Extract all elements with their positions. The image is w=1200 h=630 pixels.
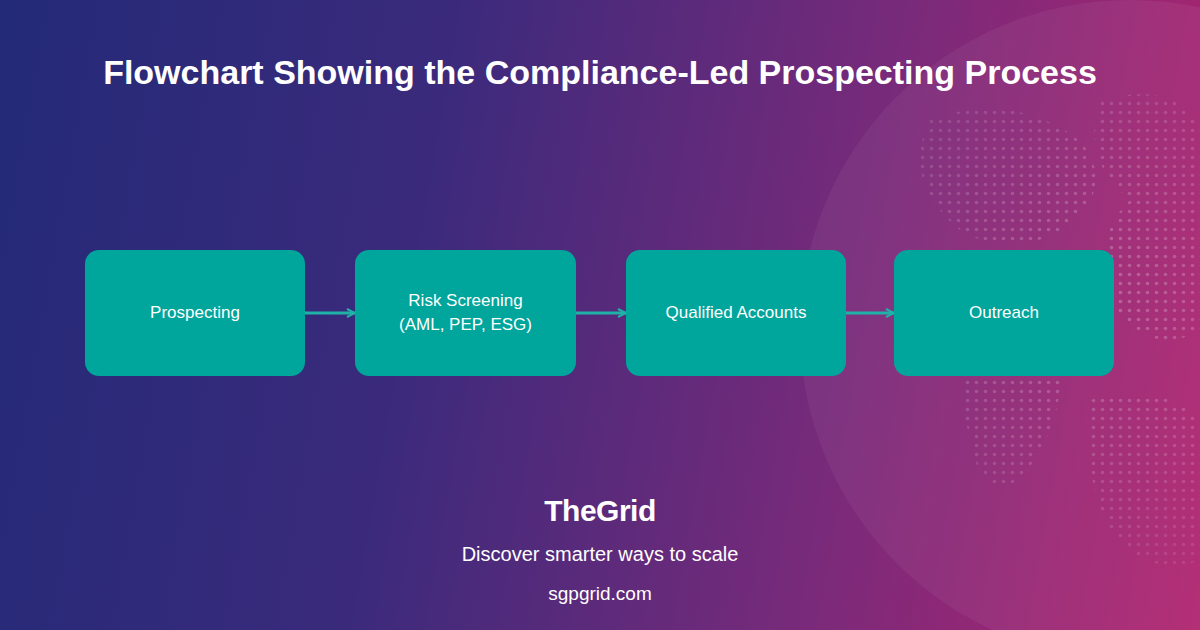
process-box: Qualified Accounts	[626, 250, 846, 376]
box-label: Outreach	[969, 301, 1039, 325]
process-box: Prospecting	[85, 250, 305, 376]
process-box: Risk Screening (AML, PEP, ESG)	[355, 250, 576, 376]
box-label: Prospecting	[150, 301, 240, 325]
box-label: Qualified Accounts	[666, 301, 807, 325]
title: Flowchart Showing the Compliance-Led Pro…	[100, 50, 1100, 94]
continent	[1088, 393, 1200, 565]
logo-text: TheGrid	[0, 494, 1200, 528]
flow-arrow	[305, 312, 355, 315]
flow-arrow	[576, 312, 626, 315]
website-url: sgpgrid.com	[0, 583, 1200, 605]
tagline: Discover smarter ways to scale	[0, 543, 1200, 566]
box-label: Risk Screening (AML, PEP, ESG)	[391, 289, 541, 337]
flow-arrow	[846, 312, 894, 315]
process-box: Outreach	[894, 250, 1114, 376]
continent	[920, 109, 1096, 245]
globe	[800, 0, 1200, 630]
